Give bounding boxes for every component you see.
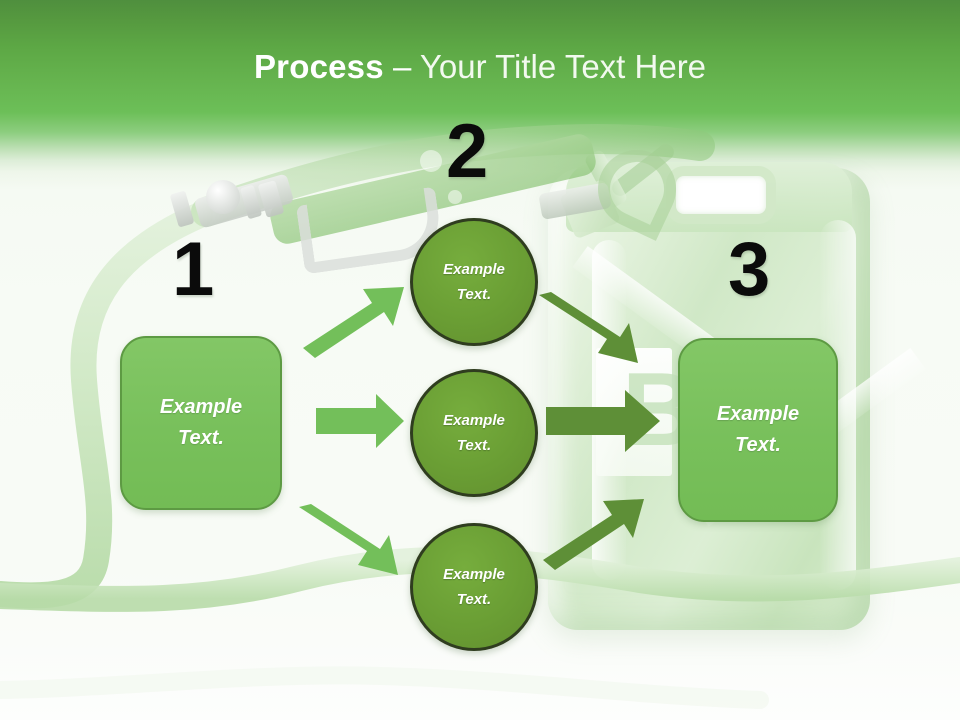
- bokeh-dot-a: [420, 150, 442, 172]
- step-2-circle-2-label-line1: Example: [443, 411, 505, 429]
- arrow-circle3-to-step3: [543, 499, 644, 570]
- slide-title-rest: Your Title Text Here: [419, 48, 707, 85]
- step-2-circle-3[interactable]: Example Text.: [410, 523, 538, 651]
- step-3-box[interactable]: Example Text.: [678, 338, 838, 522]
- slide-title-dash: –: [383, 48, 420, 85]
- arrow-step1-to-circle3: [299, 504, 398, 575]
- step-number-2: 2: [446, 109, 489, 194]
- arrow-circle2-to-step3: [546, 390, 660, 452]
- bokeh-dot-b: [448, 190, 462, 204]
- step-2-circle-2-label-line2: Text.: [456, 437, 492, 454]
- step-number-1: 1: [172, 227, 215, 312]
- step-2-circle-2[interactable]: Example Text.: [410, 369, 538, 497]
- arrow-circle1-to-step3: [539, 292, 638, 363]
- step-2-circle-1[interactable]: Example Text.: [410, 218, 538, 346]
- step-1-label-line2: Text.: [178, 427, 224, 449]
- step-3-label-line2: Text.: [735, 434, 781, 456]
- step-2-circle-1-label-line2: Text.: [456, 286, 492, 303]
- nozzle-swivel-ball: [206, 180, 240, 214]
- step-2-circle-3-label-line1: Example: [443, 565, 505, 583]
- step-1-label-line1: Example: [159, 396, 243, 418]
- step-3-label-line1: Example: [716, 403, 800, 425]
- arrow-step1-to-circle1: [303, 287, 404, 358]
- slide-title: Process – Your Title Text Here: [0, 48, 960, 86]
- arrow-step1-to-circle2: [316, 394, 404, 448]
- step-2-circle-1-label-line1: Example: [443, 260, 505, 278]
- step-number-3: 3: [728, 227, 771, 312]
- slide-title-bold: Process: [253, 48, 384, 85]
- step-1-box[interactable]: Example Text.: [120, 336, 282, 510]
- step-2-circle-3-label-line2: Text.: [456, 591, 492, 608]
